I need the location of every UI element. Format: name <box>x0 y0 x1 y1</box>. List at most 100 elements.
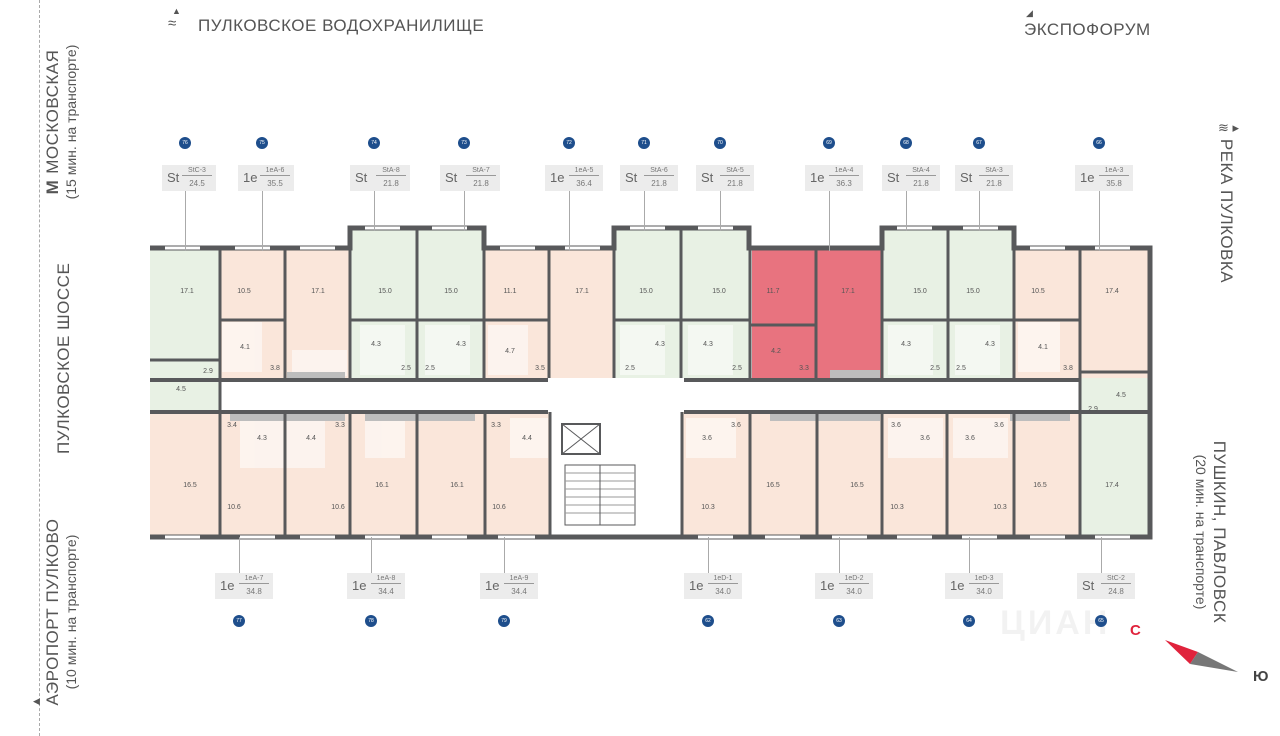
apt-card-76[interactable]: 76 St StC-3 24.5 <box>162 137 216 277</box>
svg-text:4.3: 4.3 <box>371 341 381 348</box>
stairwell <box>550 412 682 537</box>
compass-north-label: С <box>1130 622 1141 639</box>
apt-card-72[interactable]: 72 1e 1eA-5 36.4 <box>545 137 603 277</box>
leader-line <box>906 191 907 231</box>
svg-text:16.5: 16.5 <box>850 482 864 489</box>
apartment-label: St StC-2 24.8 <box>1077 573 1135 599</box>
apartment-label: 1e 1eA-5 36.4 <box>545 165 603 191</box>
apartment-number-badge: 73 <box>458 137 470 149</box>
svg-text:3.6: 3.6 <box>891 422 901 429</box>
svg-text:3.5: 3.5 <box>535 365 545 372</box>
apartment-code: StA-8 <box>376 167 406 176</box>
apartment-type: 1e <box>820 578 835 593</box>
leader-line <box>374 191 375 231</box>
apt-card-68[interactable]: 68 St StA-4 21.8 <box>882 137 940 277</box>
left-dashed-line <box>39 0 40 736</box>
apt-card-65[interactable]: St StC-2 24.8 65 <box>1077 537 1135 629</box>
apartment-code: StA-5 <box>720 167 750 176</box>
leader-line <box>708 537 709 573</box>
svg-text:3.6: 3.6 <box>920 435 930 442</box>
apt-card-74[interactable]: 74 St StA-8 21.8 <box>350 137 410 277</box>
svg-text:15.0: 15.0 <box>378 288 392 295</box>
svg-text:15.0: 15.0 <box>712 288 726 295</box>
apartment-label: 1e 1eA-6 35.5 <box>238 165 294 191</box>
leader-line <box>979 191 980 231</box>
apartment-label: 1e 1eA-4 36.3 <box>805 165 863 191</box>
apartment-code: 1eA-5 <box>569 167 599 176</box>
apartment-type: St <box>887 170 900 185</box>
svg-text:3.3: 3.3 <box>799 365 809 372</box>
svg-text:3.6: 3.6 <box>731 422 741 429</box>
apt-card-77[interactable]: 1e 1eA-7 34.8 77 <box>215 537 273 629</box>
svg-text:4.7: 4.7 <box>505 348 515 355</box>
svg-text:4.4: 4.4 <box>306 435 316 442</box>
apartment-type: 1e <box>950 578 965 593</box>
apartment-area: 35.8 <box>1106 179 1122 188</box>
apartment-code: StC-2 <box>1101 575 1131 584</box>
svg-text:3.8: 3.8 <box>1063 365 1073 372</box>
apt-card-66[interactable]: 66 1e 1eA-3 35.8 <box>1075 137 1133 277</box>
apartment-type: St <box>445 170 458 185</box>
apartment-label: St StA-4 21.8 <box>882 165 940 191</box>
apartment-number-badge: 71 <box>638 137 650 149</box>
svg-text:16.5: 16.5 <box>183 482 197 489</box>
apt-card-67[interactable]: 67 St StA-3 21.8 <box>955 137 1013 277</box>
apartment-code: 1eA-7 <box>239 575 269 584</box>
apartment-label: 1e 1eD-1 34.0 <box>684 573 742 599</box>
svg-text:16.1: 16.1 <box>375 482 389 489</box>
top-unit-76[interactable] <box>150 248 220 410</box>
leader-line <box>504 537 505 573</box>
apt-card-64[interactable]: 1e 1eD-3 34.0 64 <box>945 537 1003 629</box>
svg-text:16.5: 16.5 <box>1033 482 1047 489</box>
svg-text:3.6: 3.6 <box>994 422 1004 429</box>
apartment-number-badge: 66 <box>1093 137 1105 149</box>
svg-text:11.7: 11.7 <box>766 288 779 295</box>
svg-text:2.5: 2.5 <box>625 365 635 372</box>
apartment-area: 24.5 <box>189 179 205 188</box>
arrow-icon: ◢ <box>1026 8 1033 18</box>
svg-text:10.6: 10.6 <box>227 504 241 511</box>
apartment-area: 34.4 <box>378 587 394 596</box>
svg-text:15.0: 15.0 <box>444 288 458 295</box>
svg-text:2.5: 2.5 <box>956 365 966 372</box>
svg-text:3.6: 3.6 <box>965 435 975 442</box>
apartment-number-badge: 68 <box>900 137 912 149</box>
apt-card-75[interactable]: 75 1e 1eA-6 35.5 <box>238 137 294 277</box>
apt-card-71[interactable]: 71 St StA-6 21.8 <box>620 137 678 277</box>
apt-card-62[interactable]: 1e 1eD-1 34.0 62 <box>684 537 742 629</box>
svg-text:2.9: 2.9 <box>1088 406 1098 413</box>
apt-card-69[interactable]: 69 1e 1eA-4 36.3 <box>805 137 863 277</box>
apt-card-79[interactable]: 1e 1eA-9 34.4 79 <box>480 537 538 629</box>
svg-text:4.3: 4.3 <box>655 341 665 348</box>
apartment-label: 1e 1eA-7 34.8 <box>215 573 273 599</box>
bottom-unit-65[interactable] <box>1080 412 1150 537</box>
apartment-type: 1e <box>810 170 825 185</box>
svg-text:16.1: 16.1 <box>450 482 464 489</box>
apt-card-78[interactable]: 1e 1eA-8 34.4 78 <box>347 537 405 629</box>
apartment-type: 1e <box>485 578 500 593</box>
svg-text:17.4: 17.4 <box>1105 482 1119 489</box>
apartment-type: St <box>701 170 714 185</box>
apartment-area: 24.8 <box>1108 587 1124 596</box>
apartment-label: St StA-6 21.8 <box>620 165 678 191</box>
svg-text:4.3: 4.3 <box>901 341 911 348</box>
leader-line <box>185 191 186 251</box>
apartment-number-badge: 76 <box>179 137 191 149</box>
apartment-label: St StC-3 24.5 <box>162 165 216 191</box>
apt-card-63[interactable]: 1e 1eD-2 34.0 63 <box>815 537 873 629</box>
apt-card-70[interactable]: 70 St StA-5 21.8 <box>696 137 754 277</box>
apartment-code: StA-3 <box>979 167 1009 176</box>
apartment-type: St <box>960 170 973 185</box>
apartment-label: St StA-7 21.8 <box>440 165 500 191</box>
apartment-type: 1e <box>243 170 258 185</box>
apartment-area: 34.8 <box>246 587 262 596</box>
apartment-code: 1eA-3 <box>1099 167 1129 176</box>
apartment-label: St StA-3 21.8 <box>955 165 1013 191</box>
apt-card-73[interactable]: 73 St StA-7 21.8 <box>440 137 500 277</box>
apartment-area: 21.8 <box>913 179 929 188</box>
svg-text:3.4: 3.4 <box>227 422 237 429</box>
apartment-label: St StA-5 21.8 <box>696 165 754 191</box>
apartment-area: 21.8 <box>651 179 667 188</box>
leader-line <box>644 191 645 231</box>
